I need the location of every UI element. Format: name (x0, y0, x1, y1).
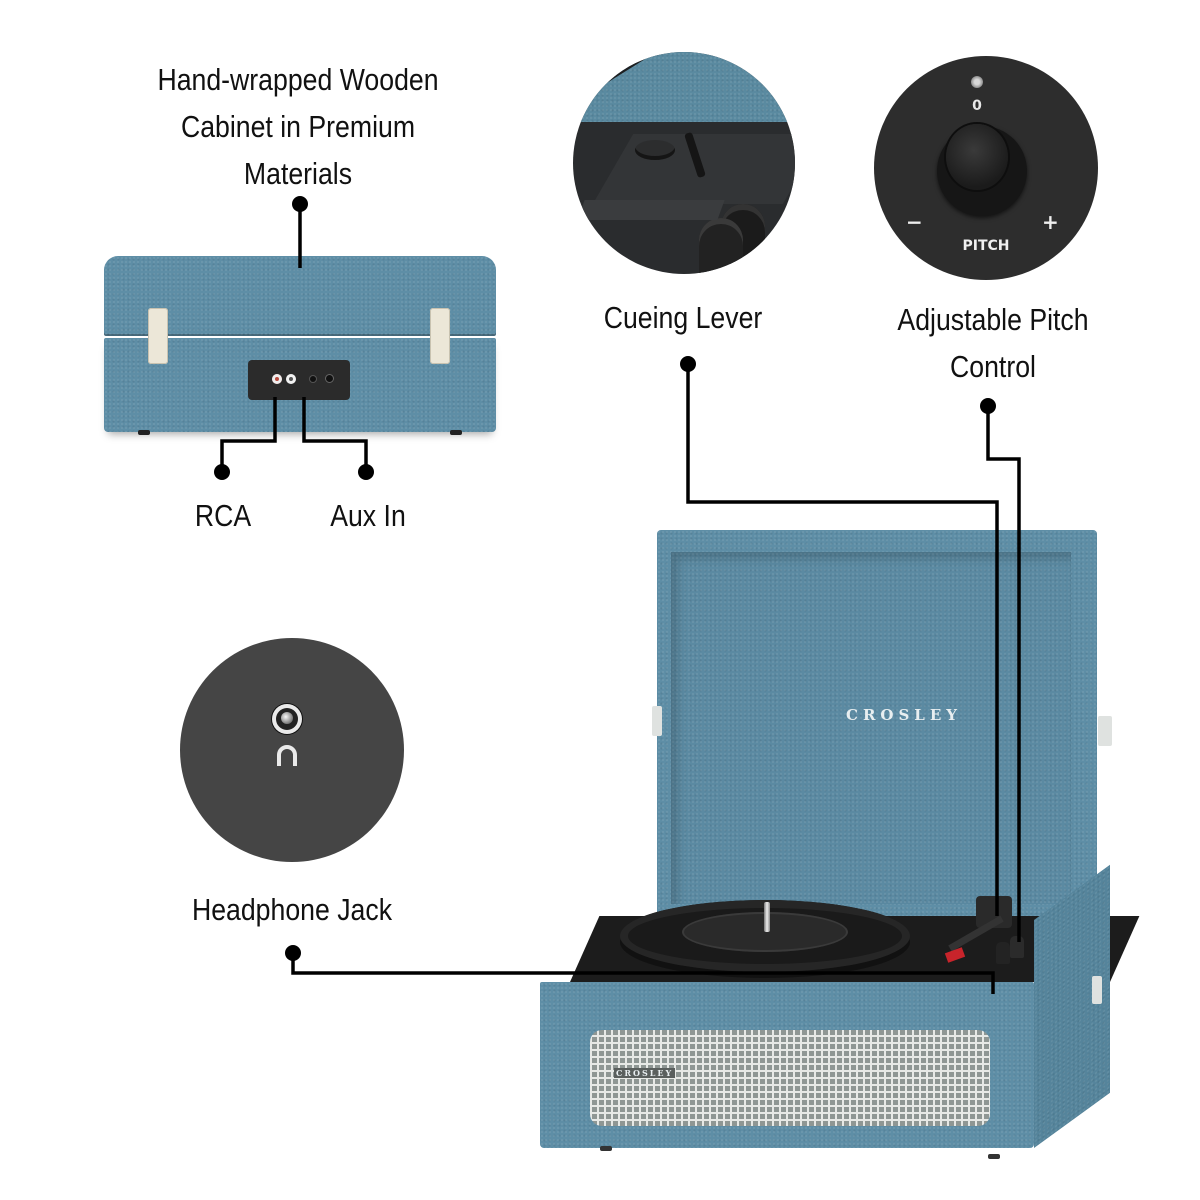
foot-left (138, 430, 150, 435)
io-port-panel (248, 360, 350, 400)
headphone-leader-dot (285, 945, 301, 961)
headphone-callout: Headphone Jack (191, 892, 393, 927)
cueing-lever-detail-image (573, 52, 795, 274)
lid-brand-logo: CROSLEY (846, 706, 962, 724)
turntable-lid (657, 530, 1097, 922)
pitch-callout-line2: Control (950, 349, 1036, 384)
cabinet-callout-line3: Materials (243, 156, 353, 191)
tonearm-assembly (944, 896, 1024, 976)
pitch-callout-line1: Adjustable Pitch (897, 302, 1089, 337)
plate-edge (577, 200, 725, 220)
pitch-plus-mark: + (1042, 210, 1059, 234)
pitch-control-detail-image: 0 − + PITCH (874, 56, 1098, 280)
pitch-zero-mark: 0 (972, 98, 982, 114)
knob-b (699, 218, 743, 274)
control-knob-2[interactable] (1010, 936, 1024, 958)
headphone-port-hole (281, 712, 293, 724)
latch-right (430, 308, 450, 364)
cabinet-callout-line1: Hand-wrapped Wooden (157, 62, 439, 97)
pitch-indicator-led (971, 76, 983, 88)
cabinet-leader-dot (292, 196, 308, 212)
base-foot-left (600, 1146, 612, 1151)
rca-red-port[interactable] (272, 374, 282, 384)
rca-leader-dot (214, 464, 230, 480)
case-back-lid (104, 256, 496, 336)
pitch-leader-dot (980, 398, 996, 414)
aux-in-callout: Aux In (330, 498, 406, 533)
lid-edge-texture (573, 52, 795, 122)
latch-left (148, 308, 168, 364)
turntable-lid-inner (671, 552, 1071, 904)
turntable-main-image: CROSLEY CROSLEY (540, 520, 1160, 1170)
cueing-lever-callout: Cueing Lever (603, 300, 763, 335)
base-foot-right (988, 1154, 1000, 1159)
case-back-view (104, 256, 496, 435)
cabinet-callout: Hand-wrapped Wooden Cabinet in Premium M… (126, 56, 470, 197)
cueing-leader-dot (680, 356, 696, 372)
power-port[interactable] (326, 375, 333, 382)
side-latch (1092, 976, 1102, 1004)
foot-right (450, 430, 462, 435)
cabinet-callout-line2: Cabinet in Premium (180, 109, 416, 144)
pitch-minus-mark: − (906, 210, 923, 234)
speaker-grille (590, 1030, 990, 1126)
pitch-knob[interactable] (946, 124, 1008, 190)
lid-latch-left (652, 706, 662, 736)
pitch-dial-label: PITCH (962, 238, 1010, 254)
grille-brand-logo: CROSLEY (614, 1068, 676, 1078)
rca-white-port[interactable] (286, 374, 296, 384)
headphone-icon (275, 742, 299, 770)
control-knob-1[interactable] (996, 942, 1010, 964)
aux-leader-dot (358, 464, 374, 480)
headphone-jack-detail-image (180, 638, 404, 862)
aux-in-port[interactable] (310, 376, 316, 382)
rca-callout: RCA (194, 498, 252, 533)
lid-latch-right (1098, 716, 1112, 746)
cueing-lever-pivot (635, 140, 675, 160)
headphone-port[interactable] (272, 704, 302, 734)
spindle (764, 902, 770, 932)
pitch-callout: Adjustable Pitch Control (877, 296, 1109, 390)
